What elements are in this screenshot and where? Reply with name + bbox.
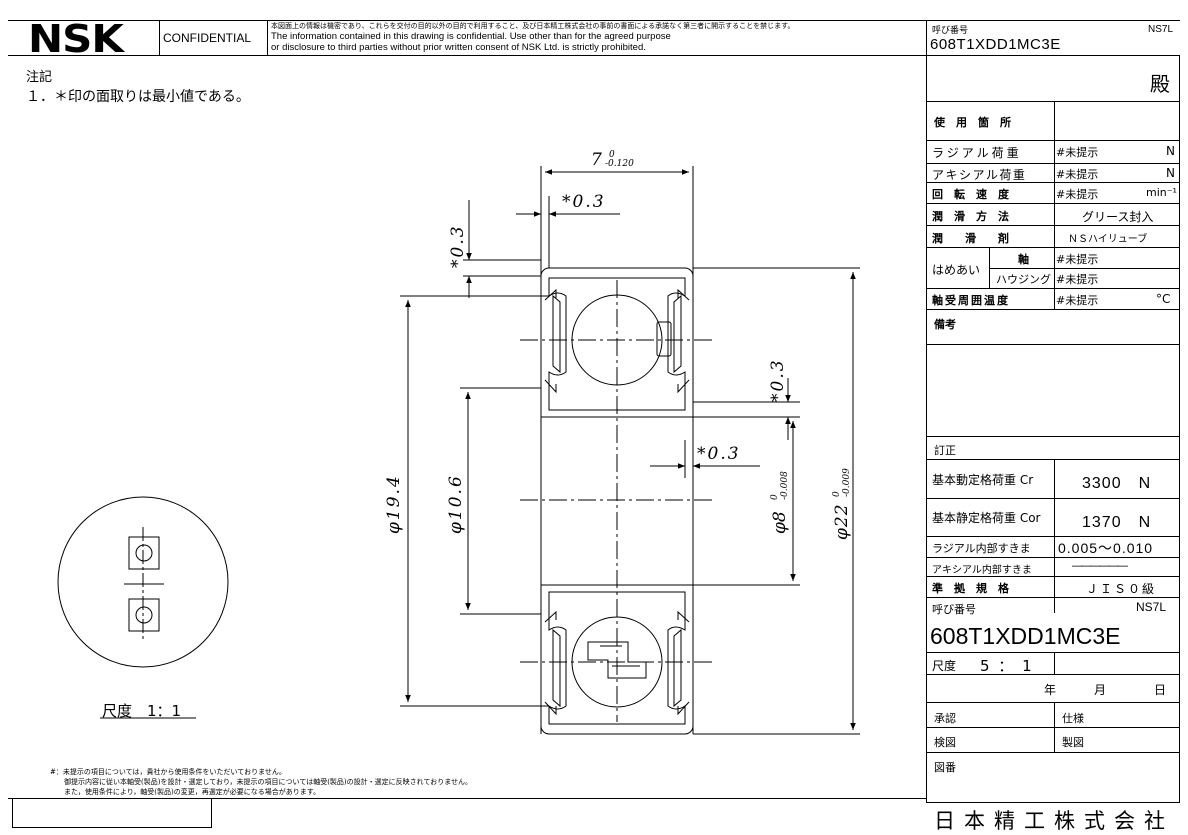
dim-chamfer-top-h: *0.3 bbox=[562, 192, 606, 212]
notice-en-2: or disclosure to third parties without p… bbox=[271, 42, 646, 53]
revision-label: 訂正 bbox=[934, 444, 956, 457]
notes-title: 注記 bbox=[26, 70, 53, 85]
dim-d10: φ10.6 bbox=[446, 474, 466, 534]
standard-label: 準 拠 規 格 bbox=[932, 582, 1009, 595]
footnote-3: また，使用条件により，軸受(製品)の変更，再選定が必要になる場合があります。 bbox=[64, 788, 320, 796]
spec-label: 仕様 bbox=[1062, 712, 1084, 725]
standard-value: ＪＩＳ０級 bbox=[1086, 582, 1157, 596]
panel-part-number: 608T1XDD1MC3E bbox=[930, 623, 1121, 649]
panel-ref-label: 呼び番号 bbox=[932, 603, 976, 616]
fit-housing-label: ハウジング bbox=[996, 273, 1051, 286]
drawn-label: 製図 bbox=[1062, 736, 1084, 749]
row-speed-label: 回 転 速 度 bbox=[932, 188, 1009, 201]
addressee-suffix: 殿 bbox=[1150, 72, 1170, 96]
dim-width-tol-upper: 0 bbox=[609, 150, 615, 160]
dim-chamfer-right-h: *0.3 bbox=[697, 444, 741, 464]
remarks-label: 備考 bbox=[934, 318, 956, 331]
scale-label: 尺度 bbox=[932, 659, 957, 673]
dim-width: 7 bbox=[591, 150, 602, 170]
row-axial-value: #未提示 bbox=[1056, 168, 1099, 181]
footnote-2: 御提示内容に従い本軸受(製品)を設計・選定しており，未提示の項目については軸受(… bbox=[64, 778, 473, 786]
row-lubricant-label: 潤 滑 剤 bbox=[932, 232, 1009, 245]
bearing-drawing bbox=[57, 166, 860, 735]
panel-ref-code: NS7L bbox=[1136, 600, 1167, 614]
title-block bbox=[926, 56, 1180, 802]
dim-outer-tol-lower: -0.009 bbox=[842, 468, 852, 497]
notice-jp: 本図面上の情報は機密であり、これらを交付の目的以外の目的で利用すること、及び日本… bbox=[271, 22, 795, 30]
dim-outer: φ22 bbox=[832, 503, 852, 540]
fit-housing-value: #未提示 bbox=[1056, 273, 1099, 286]
row-usage-label: 使 用 箇 所 bbox=[934, 116, 1011, 129]
confidential-label: CONFIDENTIAL bbox=[163, 31, 252, 45]
dim-chamfer-top-v: *0.3 bbox=[448, 224, 468, 268]
scale-small: 尺度 1：1 bbox=[102, 702, 182, 720]
bottom-left-box bbox=[12, 798, 212, 828]
fit-shaft-value: #未提示 bbox=[1056, 253, 1099, 266]
checked-label: 検図 bbox=[934, 736, 956, 749]
axial-clear-value: ―――――― bbox=[1072, 559, 1128, 572]
radial-clear-value: 0.005～0.010 bbox=[1058, 540, 1154, 556]
row-axial-label: アキシアル荷重 bbox=[932, 168, 1027, 182]
approved-label: 承認 bbox=[934, 712, 956, 725]
row-radial-unit: N bbox=[1166, 144, 1175, 158]
dim-bore: φ8 bbox=[770, 511, 790, 534]
header-frame bbox=[8, 20, 1180, 56]
row-lubricant-value: ＮＳハイリューブ bbox=[1068, 234, 1148, 245]
temp-value: #未提示 bbox=[1056, 294, 1099, 307]
dyn-label: 基本動定格荷重 Cr bbox=[932, 473, 1034, 487]
row-radial-label: ラジアル荷重 bbox=[932, 146, 1022, 160]
dim-bore-tol-lower: -0.008 bbox=[780, 471, 790, 500]
axial-clear-label: アキシアル内部すきま bbox=[932, 565, 1032, 576]
drawing-no-label: 図番 bbox=[934, 761, 956, 774]
temp-label: 軸受周囲温度 bbox=[932, 294, 1010, 307]
company-name: 日本精工株式会社 bbox=[934, 809, 1174, 833]
notice-en-1: The information contained in this drawin… bbox=[271, 31, 671, 42]
row-lubmethod-value: グリース封入 bbox=[1082, 210, 1154, 224]
radial-clear-label: ラジアル内部すきま bbox=[932, 542, 1031, 555]
fit-label: はめあい bbox=[932, 263, 981, 277]
footnote-1: #：未提示の項目については，貴社から使用条件をいただいておりません。 bbox=[50, 768, 286, 776]
scale-value: 5 ： 1 bbox=[980, 657, 1034, 675]
header-ref-code: NS7L bbox=[1148, 24, 1174, 35]
row-axial-unit: N bbox=[1166, 166, 1175, 180]
stat-value: 1370 N bbox=[1082, 514, 1152, 531]
date-month: 月 bbox=[1094, 683, 1107, 697]
stat-label: 基本静定格荷重 Cor bbox=[932, 511, 1041, 525]
row-speed-value: #未提示 bbox=[1056, 188, 1099, 201]
row-radial-value: #未提示 bbox=[1056, 146, 1099, 159]
dim-d19: φ19.4 bbox=[384, 474, 404, 534]
dim-width-tol-lower: -0.120 bbox=[605, 159, 634, 169]
fit-shaft-label: 軸 bbox=[1018, 253, 1029, 266]
dyn-value: 3300 N bbox=[1082, 475, 1152, 492]
header-ref-label: 呼び番号 bbox=[932, 26, 969, 36]
row-lubmethod-label: 潤 滑 方 法 bbox=[932, 210, 1009, 223]
date-year: 年 bbox=[1044, 683, 1057, 697]
row-speed-unit: min⁻¹ bbox=[1146, 186, 1177, 199]
header-part-number: 608T1XDD1MC3E bbox=[930, 36, 1061, 53]
nsk-logo: NSK bbox=[28, 15, 124, 62]
dim-chamfer-right-v: *0.3 bbox=[768, 358, 788, 402]
dim-outer-tol-upper: 0 bbox=[832, 491, 842, 497]
dim-bore-tol-upper: 0 bbox=[770, 494, 780, 500]
date-day: 日 bbox=[1154, 683, 1167, 697]
notes-line1: １．＊印の面取りは最小値である。 bbox=[26, 89, 250, 105]
temp-unit: °C bbox=[1156, 292, 1171, 306]
